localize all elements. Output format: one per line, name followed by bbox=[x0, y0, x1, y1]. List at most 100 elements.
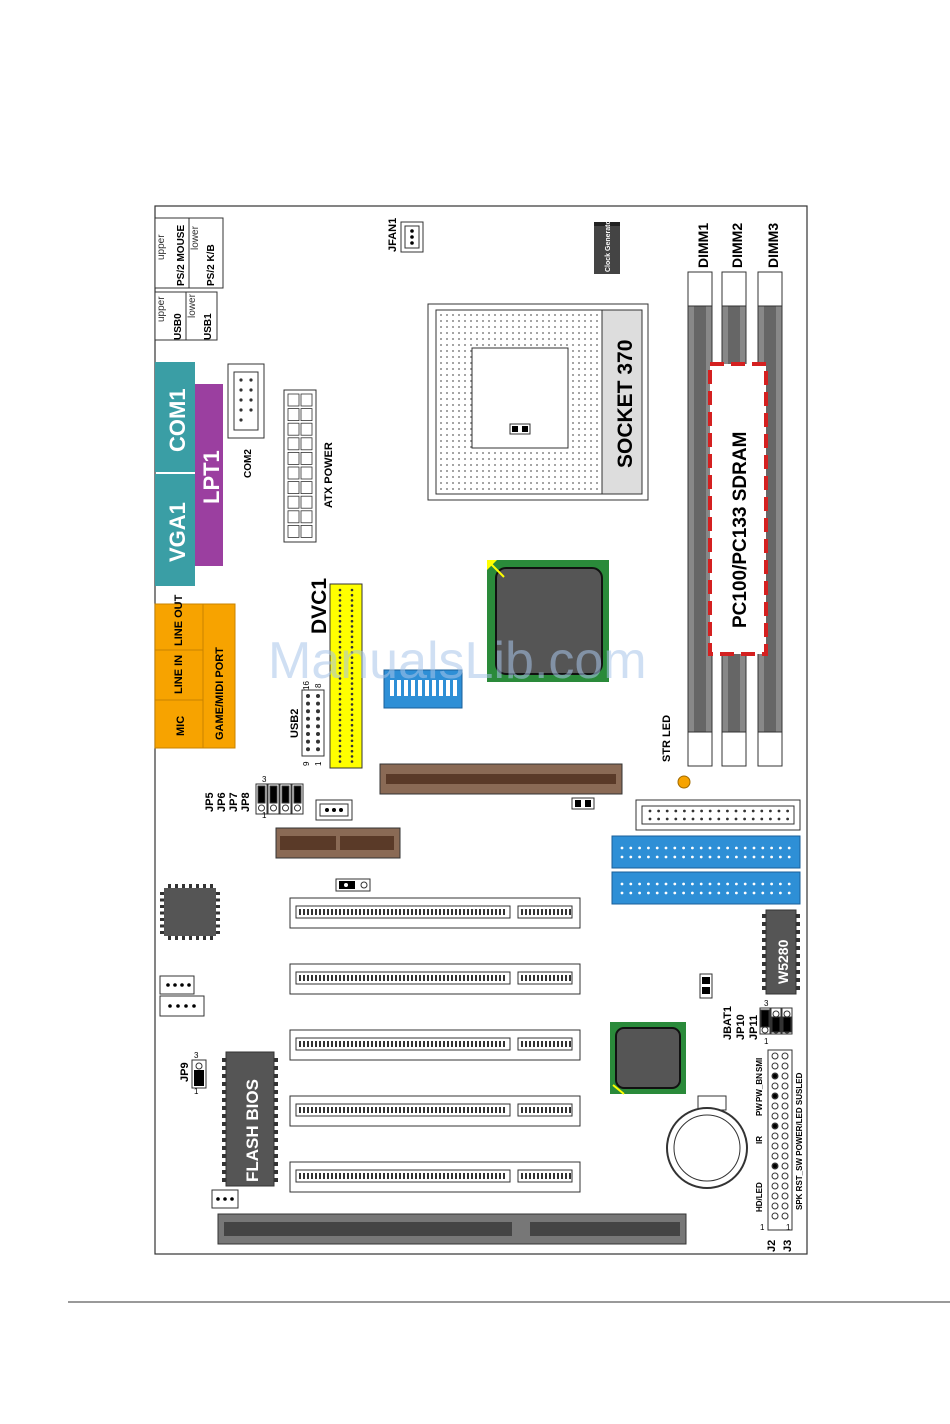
ir-label: IR bbox=[755, 1136, 764, 1144]
super-io-chip bbox=[160, 884, 220, 940]
dimm-slots: DIMM1 DIMM2 DIMM3 PC100/PC133 SDRAM bbox=[687, 223, 783, 767]
com1-vga1-ports: COM1 VGA1 bbox=[155, 362, 195, 586]
pci-jumper bbox=[335, 878, 371, 892]
flash-bios-chip: FLASH BIOS bbox=[222, 1051, 278, 1187]
front-panel-headers: SMI PW_BN PW IR HD/LED SPK RST_SW POWER/… bbox=[755, 1049, 804, 1252]
jp10-11-pin1: 1 bbox=[764, 1037, 769, 1046]
jp9-jumper: JP9 1 3 bbox=[179, 1051, 207, 1096]
sdram-label-box bbox=[708, 362, 768, 656]
ps2-mouse-pos-label: upper bbox=[156, 234, 167, 260]
dimm1-label: DIMM1 bbox=[695, 223, 711, 268]
hd-led-label: HD/LED bbox=[755, 1182, 764, 1212]
jp6-label: JP6 bbox=[216, 792, 228, 812]
isa-slot bbox=[217, 1213, 687, 1245]
jp5-8-pin1: 1 bbox=[262, 811, 267, 820]
usb1-pos-label: lower bbox=[187, 293, 198, 318]
jp5-8-pin3: 3 bbox=[262, 775, 267, 784]
com1-port bbox=[155, 362, 195, 472]
dvc1-label: DVC1 bbox=[308, 578, 331, 634]
ps2-kb-label: PS/2 K/B bbox=[206, 244, 217, 286]
jp11-label: JP11 bbox=[748, 1015, 760, 1040]
south-bridge-chip bbox=[610, 1022, 686, 1095]
usb0-pos-label: upper bbox=[156, 296, 167, 322]
jp9-label: JP9 bbox=[179, 1062, 191, 1082]
j3-pin1: 1 bbox=[786, 1223, 791, 1232]
jp10-11-pin3: 3 bbox=[764, 999, 769, 1008]
clock-generator-label: Clock Generator bbox=[605, 217, 612, 272]
cmos-battery bbox=[666, 1095, 748, 1189]
ps2-mouse-label: PS/2 MOUSE bbox=[176, 225, 187, 286]
atx-power-label: ATX POWER bbox=[323, 442, 335, 508]
w5280-chip: W5280 bbox=[762, 909, 800, 995]
usb2-pin9: 9 bbox=[302, 761, 311, 766]
str-led: STR LED bbox=[661, 715, 691, 789]
agp-jumper bbox=[571, 797, 595, 810]
w5280-label: W5280 bbox=[775, 939, 791, 984]
fan-headers-left bbox=[159, 975, 205, 1017]
pw-bn-label: PW_BN bbox=[755, 1073, 764, 1102]
socket-370: SOCKET 370 bbox=[427, 303, 649, 501]
atx-power-connector: ATX POWER bbox=[283, 389, 335, 543]
north-bridge-chip bbox=[487, 560, 609, 682]
jp8-label: JP8 bbox=[240, 792, 252, 812]
usb2-pin8: 8 bbox=[314, 683, 323, 688]
amr-slot bbox=[275, 827, 401, 859]
game-midi-label: GAME/MIDI PORT bbox=[214, 647, 226, 740]
usb-ports: upper USB0 lower USB1 bbox=[154, 291, 218, 341]
jp9-pin1: 1 bbox=[194, 1087, 199, 1096]
com1-label: COM1 bbox=[165, 388, 190, 452]
com2-header: COM2 bbox=[227, 363, 265, 478]
sdram-type-label: PC100/PC133 SDRAM bbox=[730, 432, 751, 628]
ps2-kb-pos-label: lower bbox=[190, 225, 201, 250]
socket-label: SOCKET 370 bbox=[614, 340, 637, 468]
j2-label: J2 bbox=[766, 1240, 778, 1252]
bottom-row-label: SPK RST_SW POWER/LED SUSLED bbox=[795, 1072, 804, 1210]
agp-slot bbox=[379, 763, 623, 795]
usb2-pin16: 16 bbox=[302, 681, 311, 690]
jp10-label: JP10 bbox=[735, 1014, 747, 1040]
jbat-jp10-jp11-jumpers: JBAT1 JP10 JP11 3 1 bbox=[722, 999, 793, 1046]
com2-label: COM2 bbox=[243, 449, 254, 478]
clock-generator-chip: Clock Generator bbox=[594, 217, 620, 274]
pw-label: PW bbox=[755, 1103, 764, 1116]
floppy-connector bbox=[635, 799, 801, 831]
dimm2-label: DIMM2 bbox=[729, 223, 745, 268]
jbat1-label: JBAT1 bbox=[722, 1006, 734, 1040]
usb2-header: USB2 16 8 9 1 bbox=[289, 681, 325, 766]
usb1-label: USB1 bbox=[203, 313, 214, 340]
ide1-connector bbox=[611, 835, 801, 869]
usb2-label: USB2 bbox=[289, 709, 301, 738]
audio-ports: LINE OUT LINE IN MIC GAME/MIDI PORT bbox=[154, 594, 236, 749]
line-in-label: LINE IN bbox=[173, 655, 185, 694]
fan-header-mid bbox=[315, 799, 353, 821]
usb0-label: USB0 bbox=[173, 313, 184, 340]
pci-slots bbox=[289, 897, 581, 1193]
vga1-label: VGA1 bbox=[165, 502, 190, 562]
lpt1-label: LPT1 bbox=[199, 450, 224, 504]
line-out-label: LINE OUT bbox=[173, 594, 185, 646]
fan-header-bottom bbox=[211, 1189, 239, 1209]
jfan1-label: JFAN1 bbox=[387, 218, 399, 252]
ide2-connector bbox=[611, 871, 801, 905]
str-led-label: STR LED bbox=[661, 715, 673, 762]
watermark: ManualsLib.com bbox=[268, 632, 647, 690]
jp5-label: JP5 bbox=[204, 792, 216, 812]
dimm3-label: DIMM3 bbox=[765, 223, 781, 268]
jbat1-jumper bbox=[699, 973, 713, 999]
usb2-pin1: 1 bbox=[314, 761, 323, 766]
j3-label: J3 bbox=[782, 1240, 794, 1252]
dvc1-connector: DVC1 bbox=[308, 578, 363, 769]
jp5-jp8-jumpers: JP5 JP6 JP7 JP8 1 3 bbox=[204, 775, 304, 820]
ps2-ports: upper PS/2 MOUSE lower PS/2 K/B bbox=[154, 217, 224, 289]
jp9-pin3: 3 bbox=[194, 1051, 199, 1060]
vga1-port bbox=[155, 474, 195, 586]
jfan1-header: JFAN1 bbox=[387, 218, 424, 253]
mic-label: MIC bbox=[175, 716, 187, 736]
smi-label: SMI bbox=[755, 1058, 764, 1072]
flash-bios-label: FLASH BIOS bbox=[243, 1079, 262, 1182]
lpt1-port: LPT1 bbox=[195, 384, 224, 566]
jp7-label: JP7 bbox=[228, 792, 240, 812]
j2-pin1: 1 bbox=[760, 1223, 765, 1232]
dip-switch bbox=[383, 669, 463, 709]
